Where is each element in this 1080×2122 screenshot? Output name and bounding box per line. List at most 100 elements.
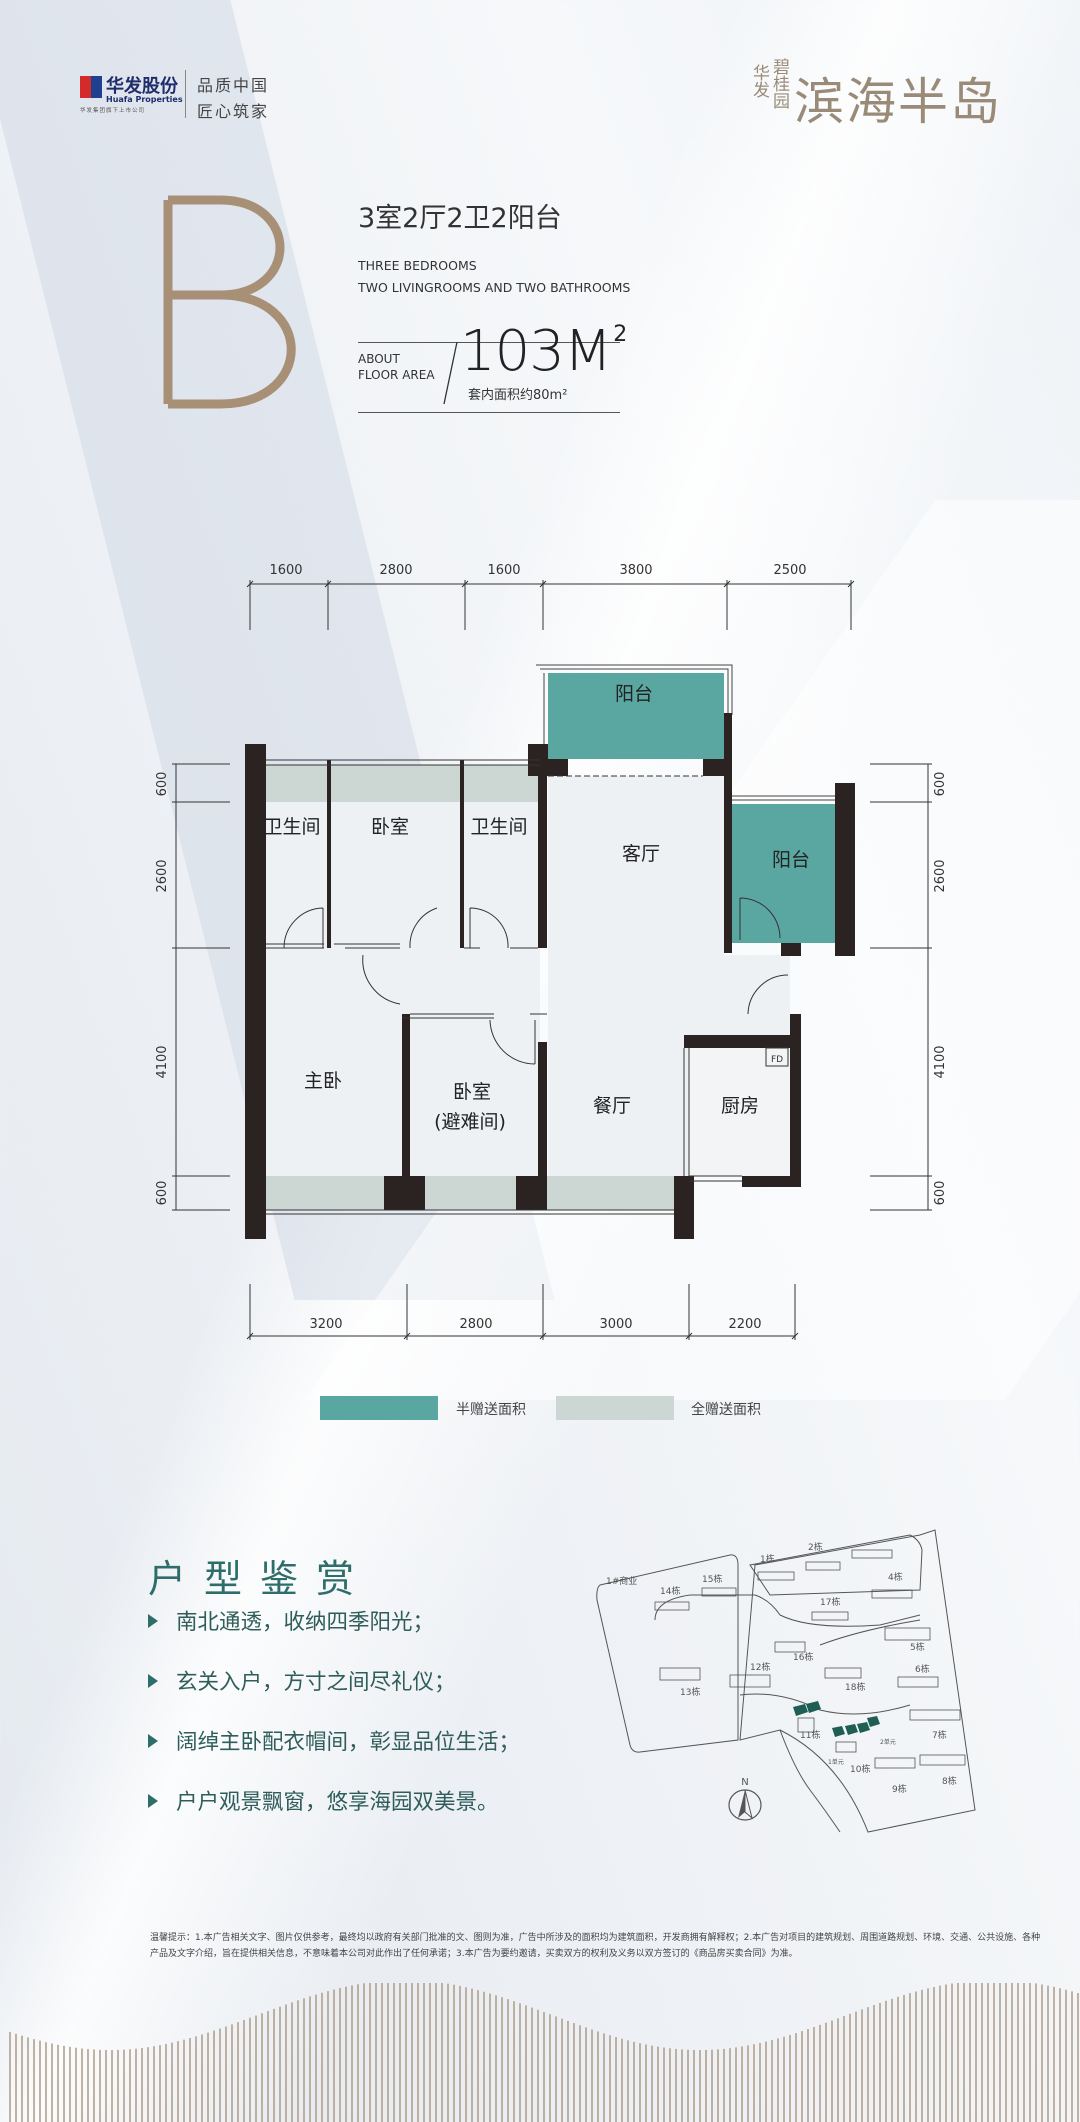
highlight-text: 户户观景飘窗，悠享海园双美景。 <box>176 1790 499 1815</box>
legend-swatch-full <box>556 1396 674 1420</box>
top-dimensions: 1600 2800 1600 3800 2500 <box>269 563 806 578</box>
site-labels: 1#商业14栋15栋1栋2栋4栋17栋16栋5栋13栋12栋18栋6栋11栋10… <box>606 1541 957 1795</box>
dim-bottom-1: 3200 <box>309 1317 342 1332</box>
floor-area: 103M 2 <box>460 322 627 382</box>
floor-area-value: 103M <box>460 319 612 384</box>
interior-floor <box>724 955 790 1035</box>
dim-top-5: 2500 <box>773 563 806 578</box>
room-bathroom-1: 卫生间 <box>263 816 320 838</box>
room-living: 客厅 <box>622 843 660 865</box>
dimension-tick <box>461 580 469 588</box>
logo-text: 华发股份 <box>106 76 178 97</box>
dim-bottom-2: 2800 <box>459 1317 492 1332</box>
site-building-label: 1单元 <box>828 1758 844 1766</box>
inner-area: 套内面积约80m² <box>468 388 568 403</box>
room-master-bedroom: 主卧 <box>304 1070 342 1092</box>
site-building-label: 7栋 <box>932 1729 947 1741</box>
balcony-railing <box>732 795 837 801</box>
dimension-tick <box>791 1332 799 1340</box>
kitchen-floor <box>689 1048 790 1176</box>
site-building-label: 13栋 <box>680 1686 700 1698</box>
highlighted-units <box>793 1701 880 1737</box>
slash-divider <box>443 341 458 405</box>
dim-top-1: 1600 <box>269 563 302 578</box>
dim-top-3: 1600 <box>487 563 520 578</box>
dim-left-1: 600 <box>155 772 170 797</box>
legend-label-full: 全赠送面积 <box>691 1402 761 1418</box>
dim-left-2: 2600 <box>155 859 170 892</box>
triangle-bullet-icon <box>148 1734 158 1748</box>
decorative-wave-stripes <box>9 1983 1079 2122</box>
triangle-bullet-icon <box>148 1614 158 1628</box>
site-building-label: 14栋 <box>660 1585 680 1597</box>
disclaimer-line-1: 温馨提示：1.本广告相关文字、图片仅供参考，最终均以政府有关部门批准的文、图则为… <box>150 1933 1041 1943</box>
room-balcony-east: 阳台 <box>772 849 810 871</box>
room-kitchen: 厨房 <box>721 1095 759 1117</box>
site-building-label: 5栋 <box>910 1641 925 1653</box>
room-bedroom-2-note: (避难间) <box>434 1111 506 1133</box>
site-building-label: 11栋 <box>800 1729 820 1741</box>
right-dimensions: 600 2600 4100 600 <box>933 772 948 1206</box>
site-building-label: 15栋 <box>702 1573 722 1585</box>
highlights-title: 户型鉴赏 <box>148 1557 373 1601</box>
layout-english-2: TWO LIVINGROOMS AND TWO BATHROOMS <box>358 280 631 295</box>
divider <box>358 342 620 343</box>
dim-left-4: 600 <box>155 1181 170 1206</box>
huafa-logo-icon <box>80 76 102 98</box>
site-building-label: 4栋 <box>888 1571 903 1583</box>
unit-letter-b <box>163 195 296 409</box>
slogan-line-2: 匠心筑家 <box>197 102 270 121</box>
site-building-label: 1栋 <box>760 1553 775 1565</box>
room-labels: 阳台 阳台 卫生间 卧室 卫生间 客厅 主卧 卧室 (避难间) 餐厅 厨房 FD <box>263 683 810 1133</box>
left-dimensions: 600 2600 4100 600 <box>155 772 170 1206</box>
floor-plan: 1600 2800 1600 3800 2500 3200 2800 3000 … <box>155 563 948 1340</box>
triangle-bullet-icon <box>148 1794 158 1808</box>
dimension-tick <box>685 1332 693 1340</box>
dim-bottom-3: 3000 <box>599 1317 632 1332</box>
dim-top-2: 2800 <box>379 563 412 578</box>
room-dining: 餐厅 <box>593 1095 631 1117</box>
floor-area-label: FLOOR AREA <box>358 368 435 382</box>
site-building-label: 9栋 <box>892 1783 907 1795</box>
room-bedroom-2: 卧室 <box>453 1081 491 1103</box>
dim-bottom-4: 2200 <box>728 1317 761 1332</box>
room-bedroom-1: 卧室 <box>371 816 409 838</box>
dimension-tick <box>723 580 731 588</box>
dimension-tick <box>324 580 332 588</box>
site-map: 1#商业14栋15栋1栋2栋4栋17栋16栋5栋13栋12栋18栋6栋11栋10… <box>596 1529 976 1833</box>
slogan-line-1: 品质中国 <box>197 76 270 95</box>
room-balcony-north: 阳台 <box>615 683 653 705</box>
thin-partitions <box>266 759 742 1215</box>
balcony-north <box>548 673 724 759</box>
site-building-label: 1#商业 <box>606 1575 637 1587</box>
legend-label-half: 半赠送面积 <box>456 1402 526 1418</box>
fd-label: FD <box>771 1055 783 1065</box>
site-roads <box>596 1529 976 1833</box>
highlight-text: 阔绰主卧配衣帽间，彰显品位生活； <box>176 1730 521 1755</box>
site-building-label: 2单元 <box>880 1738 896 1746</box>
highlight-text: 玄关入户，方寸之间尽礼仪； <box>176 1670 456 1695</box>
bay-window-north <box>266 765 540 802</box>
logo-subtitle: 华发集团旗下上市公司 <box>80 108 146 114</box>
dim-left-3: 4100 <box>155 1045 170 1078</box>
project-name: 滨海半岛 <box>794 73 1002 131</box>
highlight-item: 玄关入户，方寸之间尽礼仪； <box>148 1665 456 1696</box>
site-building-label: 8栋 <box>942 1775 957 1787</box>
site-building-label: 16栋 <box>793 1651 813 1663</box>
dimension-lines <box>172 580 932 1340</box>
balcony-east <box>732 804 837 943</box>
about-label: ABOUT <box>358 352 400 366</box>
triangle-bullet-icon <box>148 1674 158 1688</box>
bay-window-south <box>266 1176 684 1210</box>
site-building-label: 6栋 <box>915 1663 930 1675</box>
dimension-tick <box>847 580 855 588</box>
walls <box>245 713 855 1239</box>
highlight-item: 阔绰主卧配衣帽间，彰显品位生活； <box>148 1725 520 1756</box>
legend-swatch-half <box>320 1396 438 1420</box>
site-building-label: 10栋 <box>850 1763 870 1775</box>
bottom-dimensions: 3200 2800 3000 2200 <box>309 1317 761 1332</box>
dimension-tick <box>539 580 547 588</box>
site-buildings <box>654 1549 966 1769</box>
project-prefix-2: 碧桂园 <box>769 58 789 109</box>
highlight-text: 南北通透，收纳四季阳光； <box>176 1610 435 1635</box>
